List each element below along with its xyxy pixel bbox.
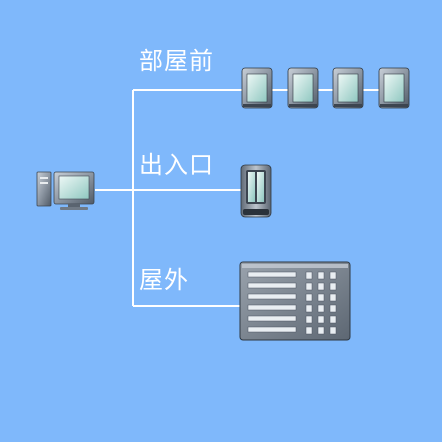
computer-icon xyxy=(36,171,95,210)
door-station-icon xyxy=(287,67,319,109)
door-station-icon xyxy=(241,67,273,109)
door-station-icon xyxy=(332,67,364,109)
room-front-station-group xyxy=(241,67,410,109)
panel-keys xyxy=(305,271,337,335)
room-front-label: 部屋前 xyxy=(139,47,214,75)
door-station-icon xyxy=(378,67,410,109)
entrance-label: 出入口 xyxy=(139,151,214,179)
panel-display-lines xyxy=(247,271,297,333)
entrance-station-icon xyxy=(240,164,272,218)
keypad-panel-icon xyxy=(239,261,351,341)
outdoor-label: 屋外 xyxy=(139,266,189,294)
